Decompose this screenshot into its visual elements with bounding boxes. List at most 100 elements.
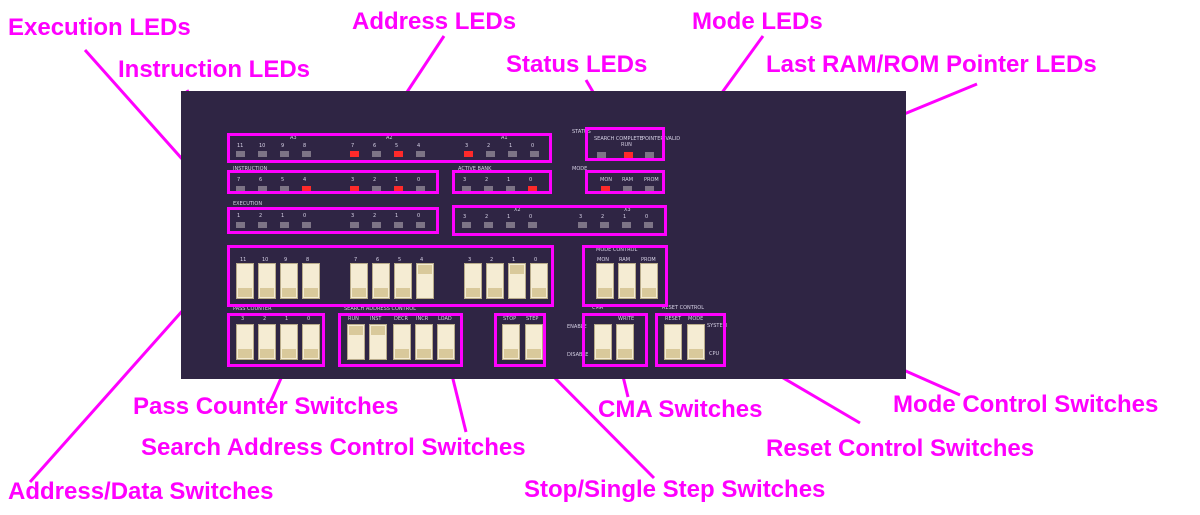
address-bit-label: 10 — [259, 143, 266, 149]
reset-label: RESET CONTROL — [662, 305, 705, 311]
search-address-control-switch[interactable] — [347, 324, 365, 360]
address-group-label: A2 — [386, 135, 393, 141]
active-bank-bit-label: 3 — [463, 177, 467, 183]
pointer-bit-label: 0 — [529, 214, 533, 220]
pass-counter-switches-label: Pass Counter Switches — [133, 393, 399, 420]
address-bit-label: 4 — [417, 143, 421, 149]
cma-label: CMA — [592, 305, 604, 311]
search-address-control-switch[interactable] — [393, 324, 411, 360]
address-data-switch[interactable] — [464, 263, 482, 299]
execution-label: EXECUTION — [233, 201, 263, 207]
active-bank-box — [452, 170, 552, 194]
mode-control-switch[interactable] — [618, 263, 636, 299]
cma-disable-label: DISABLE — [567, 352, 589, 358]
active-bank-led — [462, 186, 471, 192]
stop-step-switch[interactable] — [502, 324, 520, 360]
status-item-label: RUN — [621, 142, 632, 148]
pointer-bit-label: 3 — [463, 214, 467, 220]
address-data-switch[interactable] — [280, 263, 298, 299]
address-data-switch[interactable] — [372, 263, 390, 299]
mode-control-item-label: RAM — [619, 257, 631, 263]
search-switches-box — [338, 313, 463, 367]
pass-counter-bit-label: 0 — [307, 316, 311, 322]
mode-item-label: RAM — [622, 177, 634, 183]
address-leds-label: Address LEDs — [352, 8, 517, 35]
address-data-switch[interactable] — [394, 263, 412, 299]
stop-single-step-switches-label: Stop/Single Step Switches — [524, 476, 826, 503]
mode-led — [623, 186, 632, 192]
address-led — [508, 151, 517, 157]
instruction-leds-box — [227, 170, 439, 194]
active-bank-led — [484, 186, 493, 192]
mode-leds-box — [585, 170, 665, 194]
address-data-switch[interactable] — [302, 263, 320, 299]
mode-control-switch[interactable] — [640, 263, 658, 299]
instruction-led — [350, 186, 359, 192]
switch-bit-label: 7 — [354, 257, 358, 263]
instruction-led — [280, 186, 289, 192]
reset-control-switch[interactable] — [687, 324, 705, 360]
mode-control-switch[interactable] — [596, 263, 614, 299]
address-group-label: A3 — [290, 135, 297, 141]
pointer-led — [484, 222, 493, 228]
address-led — [280, 151, 289, 157]
stop-step-switch[interactable] — [525, 324, 543, 360]
pointer-led — [462, 222, 471, 228]
last-pointer-leds-label: Last RAM/ROM Pointer LEDs — [766, 51, 1097, 78]
execution-led — [350, 222, 359, 228]
address-data-switch[interactable] — [530, 263, 548, 299]
status-leds-label: Status LEDs — [506, 51, 648, 78]
instruction-bit-label: 0 — [417, 177, 421, 183]
pass-counter-switch[interactable] — [258, 324, 276, 360]
cma-enable-label: ENABLE — [567, 324, 587, 330]
reset-item-label: RESET — [665, 316, 682, 322]
active-bank-label: ACTIVE BANK — [458, 166, 492, 172]
search-address-control-switch[interactable] — [369, 324, 387, 360]
pointer-led — [506, 222, 515, 228]
execution-leds-label: Execution LEDs — [8, 14, 191, 41]
pass-counter-switch[interactable] — [236, 324, 254, 360]
pointer-bit-label: 3 — [579, 214, 583, 220]
address-led — [350, 151, 359, 157]
pass-counter-switch[interactable] — [302, 324, 320, 360]
address-bit-label: 1 — [509, 143, 513, 149]
pointer-led — [644, 222, 653, 228]
pointer-led — [578, 222, 587, 228]
address-data-switch[interactable] — [508, 263, 526, 299]
execution-bit-label: 0 — [303, 213, 307, 219]
address-data-switches-box — [227, 245, 554, 307]
switch-bit-label: 1 — [512, 257, 516, 263]
address-data-switch[interactable] — [236, 263, 254, 299]
active-bank-bit-label: 1 — [507, 177, 511, 183]
execution-led — [394, 222, 403, 228]
cma-write-label: WRITE — [618, 316, 635, 322]
status-led — [624, 152, 633, 158]
active-bank-led — [528, 186, 537, 192]
execution-leds-box — [227, 207, 439, 234]
instruction-bit-label: 6 — [259, 177, 263, 183]
cma-switch[interactable] — [594, 324, 612, 360]
active-bank-bit-label: 0 — [529, 177, 533, 183]
address-data-switch[interactable] — [416, 263, 434, 299]
pointer-bit-label: 2 — [601, 214, 605, 220]
search-address-control-switch[interactable] — [437, 324, 455, 360]
cma-switches-label: CMA Switches — [598, 396, 763, 423]
address-data-switch[interactable] — [486, 263, 504, 299]
address-data-switch[interactable] — [350, 263, 368, 299]
pointer-group-label: X3 — [624, 207, 631, 213]
pointer-bit-label: 0 — [645, 214, 649, 220]
mode-leds-label: Mode LEDs — [692, 8, 823, 35]
cma-switch[interactable] — [616, 324, 634, 360]
reset-control-switch[interactable] — [664, 324, 682, 360]
switch-bit-label: 5 — [398, 257, 402, 263]
instruction-bit-label: 4 — [303, 177, 307, 183]
mode-control-item-label: PROM — [641, 257, 656, 263]
pointer-bit-label: 1 — [507, 214, 511, 220]
execution-bit-label: 2 — [259, 213, 263, 219]
switch-bit-label: 11 — [240, 257, 247, 263]
address-data-switch[interactable] — [258, 263, 276, 299]
pass-counter-switch[interactable] — [280, 324, 298, 360]
instruction-label: INSTRUCTION — [233, 166, 268, 172]
execution-bit-label: 3 — [351, 213, 355, 219]
search-address-control-switch[interactable] — [415, 324, 433, 360]
